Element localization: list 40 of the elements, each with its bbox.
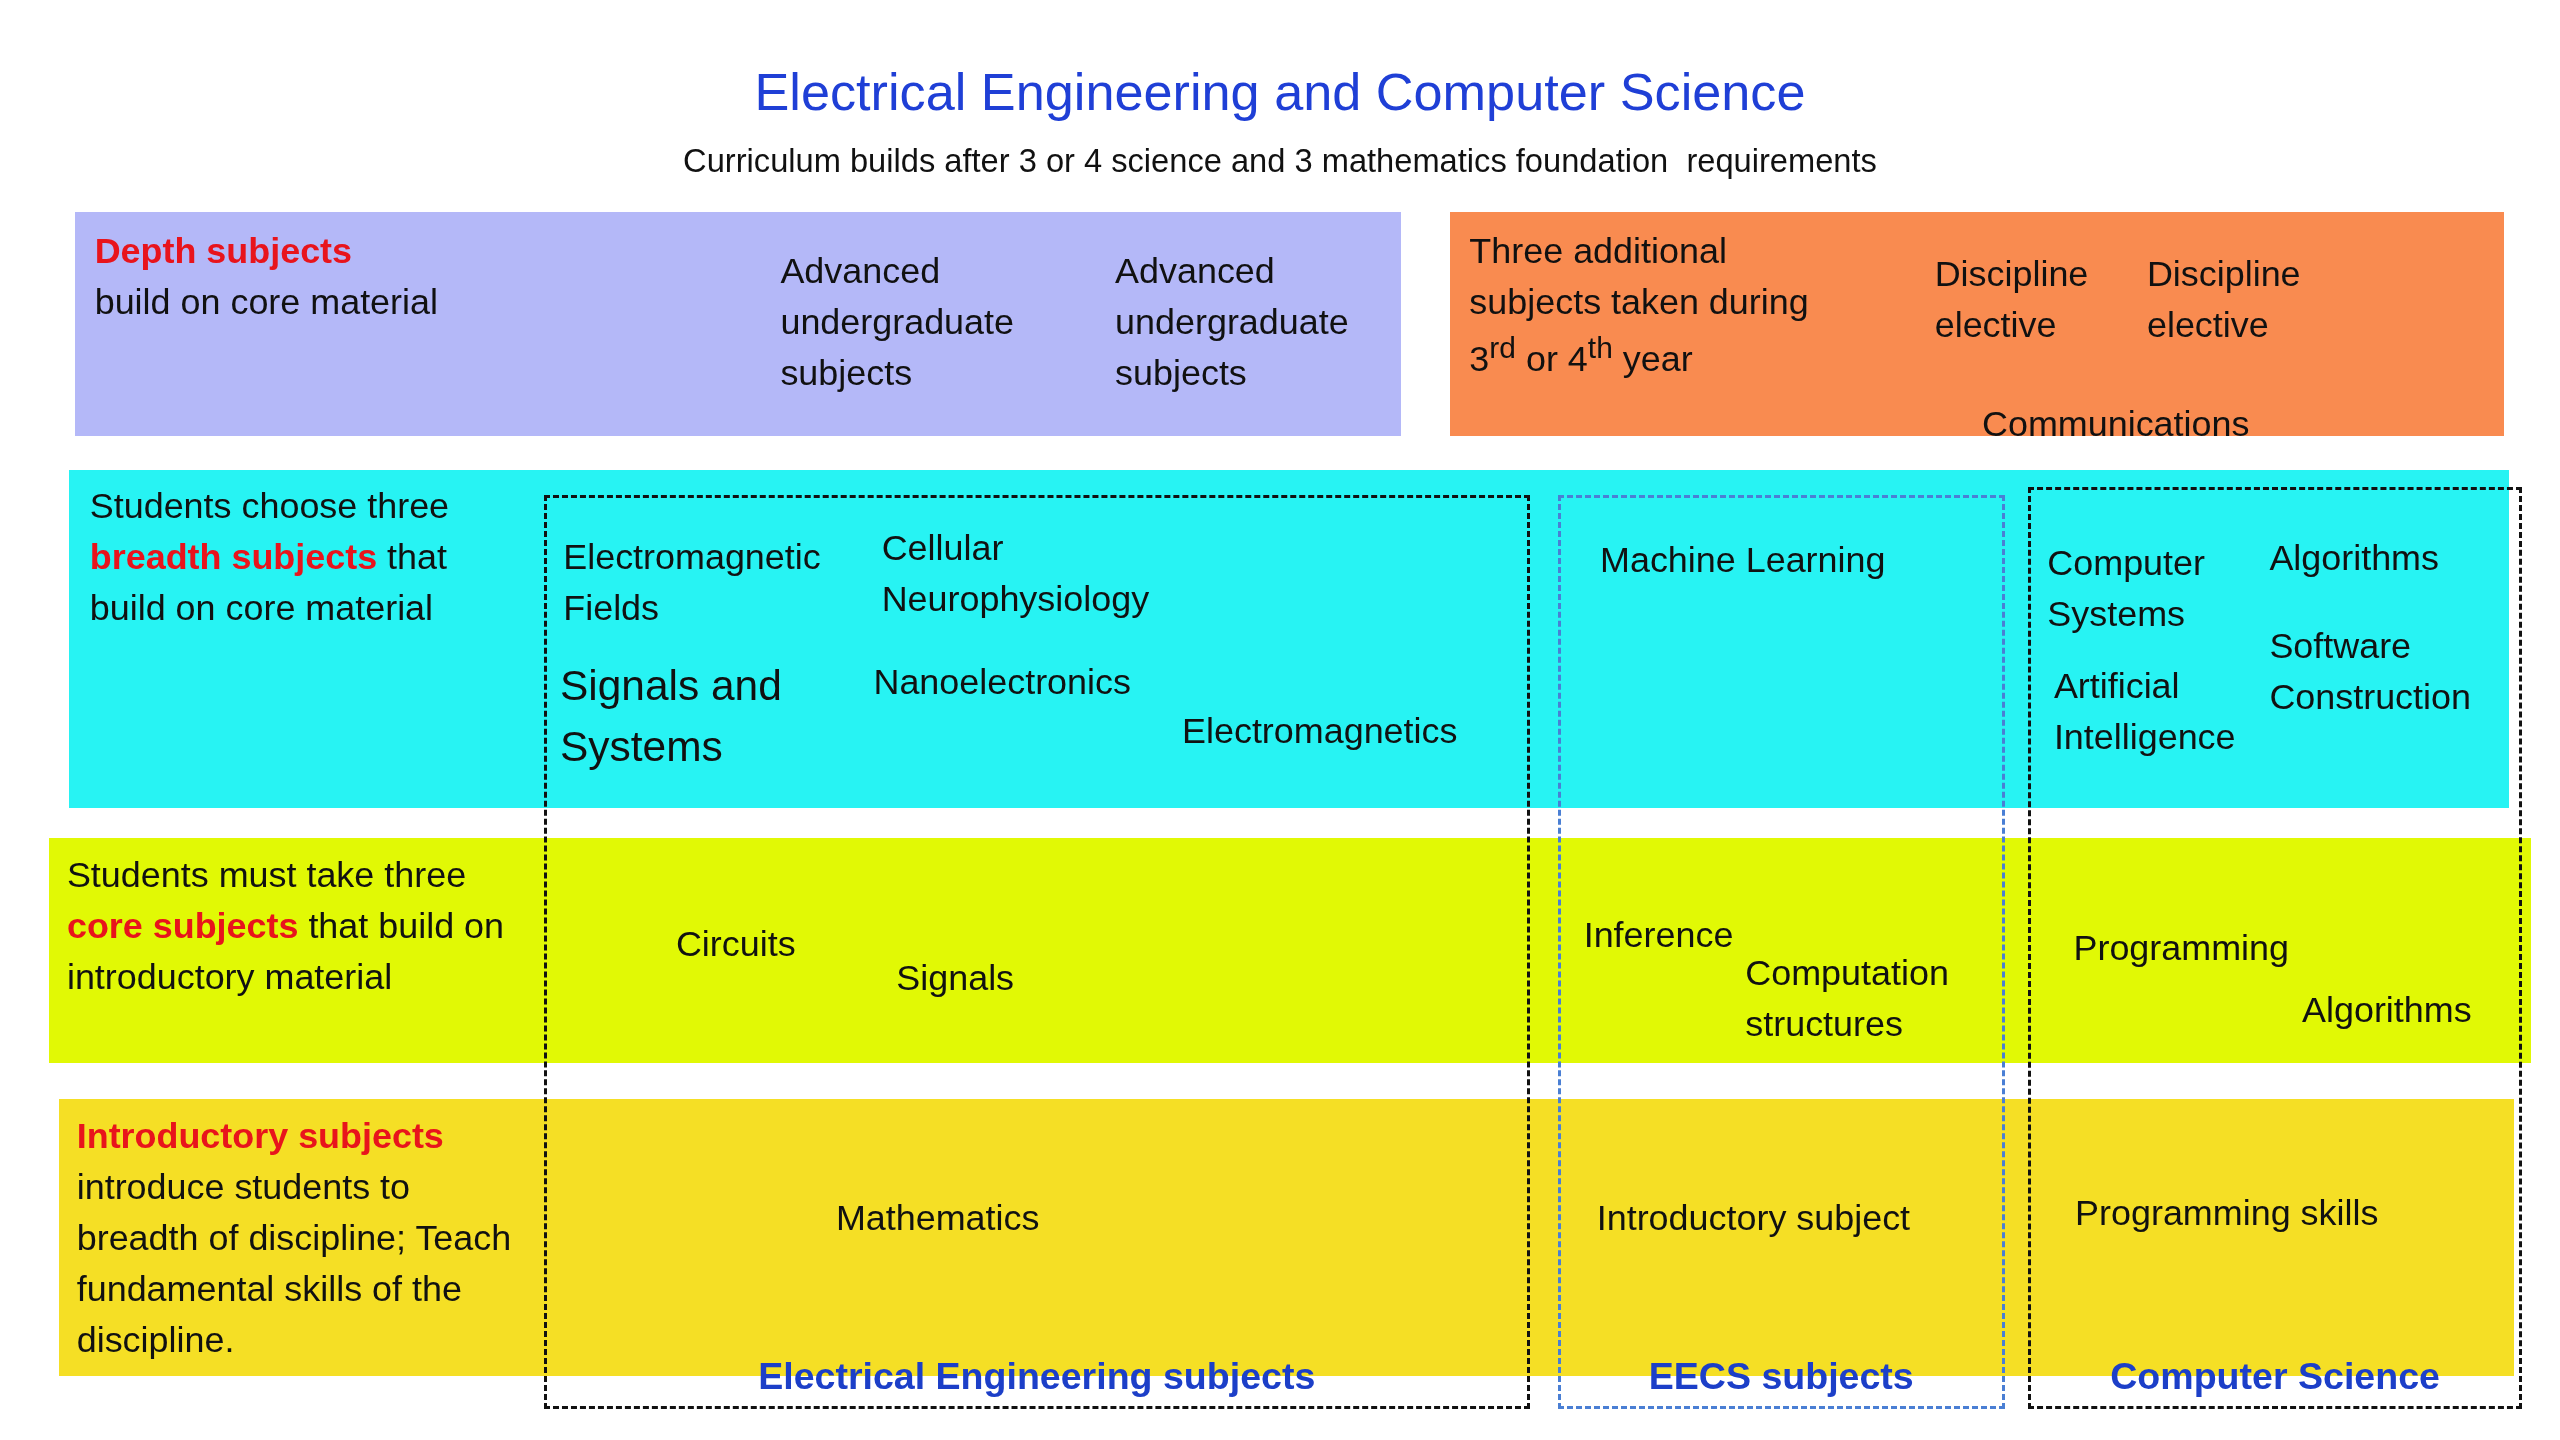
band-description: Students must take three core subjects that build on introductory material — [66, 852, 506, 999]
subject-label: Computation structures — [1745, 950, 1950, 1046]
subject-label: Inference — [1583, 913, 1734, 958]
core-band — [48, 837, 2531, 1063]
depth-band — [75, 212, 1401, 436]
subject-label: Discipline elective — [1934, 252, 2090, 348]
subject-label: Signals and Systems — [560, 661, 783, 772]
subject-label: Circuits — [675, 921, 796, 966]
subject-label: Machine Learning — [1600, 537, 1886, 582]
subject-label: Introductory subject — [1596, 1195, 1911, 1240]
band-description: build on core material — [94, 280, 439, 325]
band-heading: Introductory subjects — [76, 1114, 445, 1159]
band-heading: Depth subjects — [94, 229, 354, 274]
diagram-title: Electrical Engineering and Computer Science — [753, 62, 1807, 123]
subject-label: Communications — [1982, 402, 2250, 447]
subject-label: Algorithms — [2302, 988, 2472, 1033]
breadth-band — [68, 470, 2510, 809]
band-description: introduce students to breadth of discipline; Teach fundamental skills of the discipline. — [76, 1165, 513, 1363]
subject-label: Electromagnetic Fields — [563, 534, 822, 630]
subject-label: Computer Systems — [2047, 541, 2206, 637]
subject-label: Programming skills — [2075, 1190, 2379, 1235]
discipline-column — [2027, 486, 2523, 1409]
subject-label: Mathematics — [835, 1195, 1040, 1240]
subject-label: Programming — [2073, 926, 2289, 971]
subject-label: Artificial Intelligence — [2053, 663, 2237, 759]
subject-label: Algorithms — [2269, 536, 2439, 581]
band-description: Students choose three breadth subjects that build on core material — [89, 484, 451, 630]
subject-label: Signals — [896, 955, 1015, 1000]
subject-label: Nanoelectronics — [873, 660, 1131, 705]
band-description: Three additional subjects taken during 3$^{rd}$ or 4$^{th}$ year — [1469, 229, 1810, 382]
subject-label: Discipline elective — [2146, 252, 2302, 348]
subject-label: Cellular Neurophysiology — [881, 526, 1151, 622]
subject-label: Advanced undergraduate subjects — [780, 248, 1015, 395]
subtitle: Curriculum builds after 3 or 4 science and 3 mathematics foundation requirements — [682, 142, 1878, 181]
discipline-column — [1557, 494, 2005, 1409]
discipline-column — [543, 494, 1530, 1409]
subject-label: Software Construction — [2269, 624, 2472, 720]
subject-label: Electromagnetics — [1182, 709, 1458, 754]
elective-band — [1449, 212, 2505, 436]
subject-label: Advanced undergraduate subjects — [1115, 248, 1350, 395]
